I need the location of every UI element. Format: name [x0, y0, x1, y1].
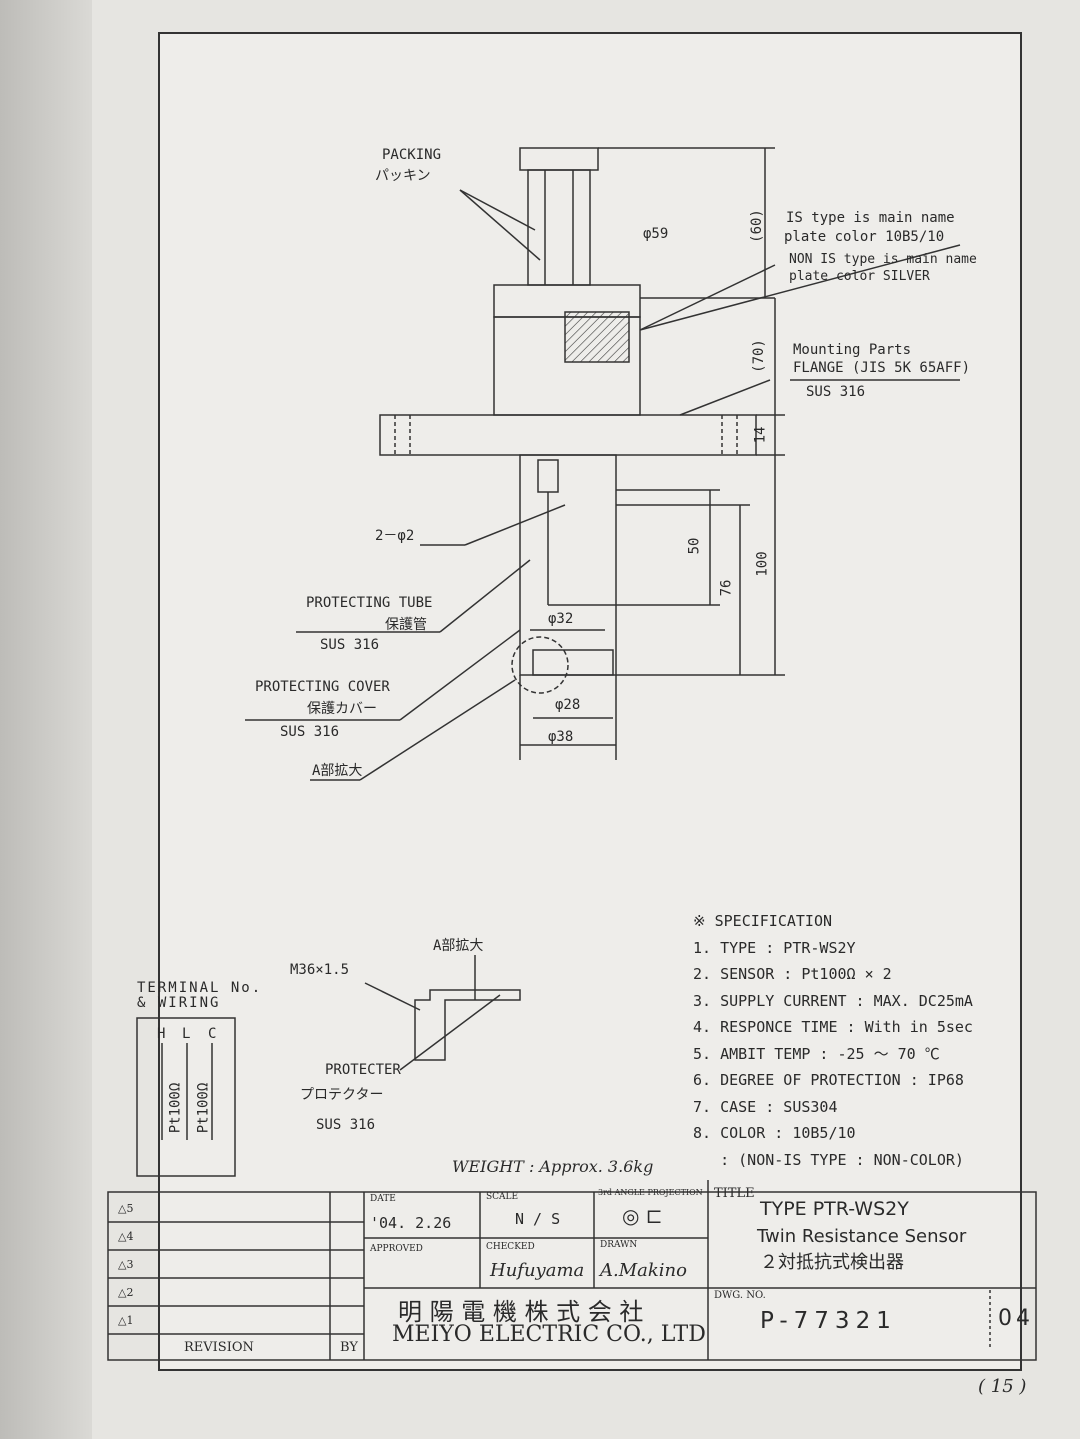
- terminal-c: C: [208, 1026, 217, 1042]
- terminal-h: H: [157, 1026, 166, 1042]
- resistor-2-label: Pt100Ω: [195, 1082, 212, 1134]
- date-label: DATE: [370, 1194, 396, 1204]
- drawing-title-3: ２対抵抗式検出器: [760, 1252, 904, 1273]
- wiring-title: & WIRING: [137, 995, 221, 1011]
- dwg-no-value: P-77321: [760, 1308, 897, 1334]
- mounting-material: SUS 316: [806, 384, 866, 400]
- tube-label: PROTECTING TUBE: [306, 595, 433, 611]
- mounting-line1: Mounting Parts: [793, 342, 912, 358]
- tube-material: SUS 316: [320, 637, 380, 653]
- revision-mark-3: △3: [118, 1258, 134, 1271]
- cover-jp-label: 保護カバー: [307, 701, 377, 717]
- dim50-label: 50: [686, 537, 703, 555]
- protecter-material: SUS 316: [316, 1117, 376, 1133]
- resistor-1-label: Pt100Ω: [167, 1082, 184, 1134]
- detail-a-title: A部拡大: [433, 938, 484, 954]
- drawn-signature: A.Makino: [600, 1260, 687, 1281]
- spec-item: 1. TYPE : PTR-WS2Y: [693, 938, 856, 957]
- revision-mark-5: △5: [118, 1202, 134, 1215]
- dia28-label: φ28: [555, 697, 581, 713]
- protecting-cover: [532, 649, 614, 676]
- detail-a-view: [414, 989, 521, 1061]
- non-is-line2: plate color SILVER: [789, 269, 930, 284]
- checked-label: CHECKED: [486, 1242, 535, 1252]
- cover-material: SUS 316: [280, 724, 340, 740]
- dia38-label: φ38: [548, 729, 574, 745]
- title-block-frame: [107, 1191, 1037, 1361]
- name-plate: [564, 311, 630, 363]
- spec-item: : (NON-IS TYPE : NON-COLOR): [693, 1150, 964, 1169]
- drawing-title-1: TYPE PTR-WS2Y: [760, 1198, 909, 1220]
- company-name-jp: 明 陽 電 機 株 式 会 社: [398, 1298, 644, 1326]
- spec-item: 2. SENSOR : Pt100Ω × 2: [693, 965, 892, 983]
- dia32-label: φ32: [548, 611, 574, 627]
- specification-list: ※ SPECIFICATION 1. TYPE : PTR-WS2Y 2. SE…: [693, 908, 973, 1173]
- revision-mark-2: △2: [118, 1286, 134, 1299]
- thread-label: M36×1.5: [290, 962, 350, 978]
- packing-label: PACKING: [382, 147, 442, 163]
- non-is-line1: NON IS type is main name: [789, 252, 977, 267]
- date-value: '04. 2.26: [370, 1214, 452, 1232]
- terminal-box: [136, 1017, 236, 1177]
- title-label: TITLE: [714, 1186, 755, 1201]
- spec-item: 5. AMBIT TEMP : -25 ～ 70 ℃: [693, 1044, 940, 1063]
- dim70-label: (70): [750, 339, 767, 373]
- revision-mark-1: △1: [118, 1314, 134, 1327]
- dim14-label: 14: [752, 426, 769, 444]
- scale-value: N / S: [515, 1210, 561, 1228]
- packing-jp-label: パッキン: [375, 168, 431, 184]
- revision-number: 04: [998, 1306, 1034, 1331]
- drawn-label: DRAWN: [600, 1240, 638, 1250]
- dim76-label: 76: [718, 579, 735, 597]
- company-name-en: MEIYO ELECTRIC CO., LTD: [392, 1322, 706, 1347]
- revision-mark-4: △4: [118, 1230, 134, 1243]
- detail-a-callout: A部拡大: [312, 763, 363, 779]
- tube-jp-label: 保護管: [385, 617, 427, 633]
- is-type-line2: plate color 10B5/10: [784, 229, 945, 245]
- dim60-label: (60): [748, 209, 765, 243]
- checked-signature: Hufuyama: [490, 1260, 585, 1281]
- spec-item: 4. RESPONCE TIME : With in 5sec: [693, 1018, 973, 1036]
- projection-symbol-icon: ◎ ⊏: [622, 1204, 663, 1228]
- by-label: BY: [340, 1340, 358, 1355]
- approved-label: APPROVED: [370, 1244, 423, 1254]
- protecter-jp-label: プロテクター: [300, 1087, 384, 1103]
- mounting-line2: FLANGE (JIS 5K 65AFF): [793, 360, 971, 376]
- protecting-tube: [519, 454, 617, 676]
- spec-item: 3. SUPPLY CURRENT : MAX. DC25mA: [693, 991, 973, 1010]
- holes-label: 2－φ2: [375, 528, 415, 544]
- is-type-line1: IS type is main name: [786, 210, 955, 226]
- spec-item: 8. COLOR : 10B5/10: [693, 1124, 856, 1142]
- terminal-l: L: [182, 1026, 191, 1042]
- revision-label: REVISION: [184, 1340, 254, 1355]
- drawing-title-2: Twin Resistance Sensor: [757, 1226, 967, 1247]
- weight-note: WEIGHT : Approx. 3.6kg: [452, 1157, 654, 1176]
- protecter-label: PROTECTER: [325, 1062, 401, 1078]
- spec-heading: ※ SPECIFICATION: [693, 912, 832, 930]
- spec-item: 6. DEGREE OF PROTECTION : IP68: [693, 1071, 964, 1089]
- scale-label: SCALE: [486, 1192, 519, 1202]
- dia59-label: φ59: [643, 226, 669, 242]
- facing-page: [0, 0, 100, 1439]
- dwg-no-label: DWG. NO.: [714, 1290, 766, 1301]
- nut-top: [519, 147, 599, 171]
- dim100-label: 100: [754, 551, 771, 577]
- cover-label: PROTECTING COVER: [255, 679, 390, 695]
- flange: [379, 414, 757, 456]
- projection-label: 3rd ANGLE PROJECTION: [598, 1188, 703, 1197]
- page-note: ( 15 ): [978, 1376, 1027, 1397]
- nut-body: [527, 169, 591, 286]
- terminal-title: TERMINAL No.: [137, 980, 263, 996]
- spec-item: 7. CASE : SUS304: [693, 1097, 838, 1116]
